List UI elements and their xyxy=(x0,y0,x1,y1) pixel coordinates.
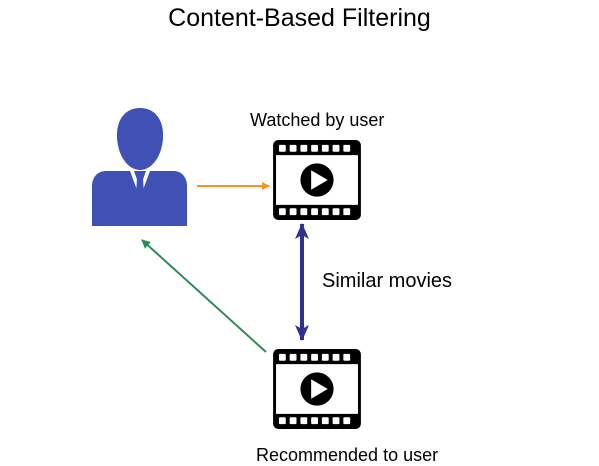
watched-film-icon xyxy=(273,140,361,220)
arrow-recommended-to-user xyxy=(141,239,267,353)
watched-node-label: Watched by user xyxy=(250,110,385,130)
recommended-film-icon xyxy=(273,349,361,429)
diagram-title: Content-Based Filtering xyxy=(168,4,431,32)
user-tie-icon xyxy=(135,178,145,220)
user-collar-icon xyxy=(130,171,150,198)
similar-movies-label: Similar movies xyxy=(322,270,453,292)
recommended-node-label: Recommended to user xyxy=(256,445,439,465)
